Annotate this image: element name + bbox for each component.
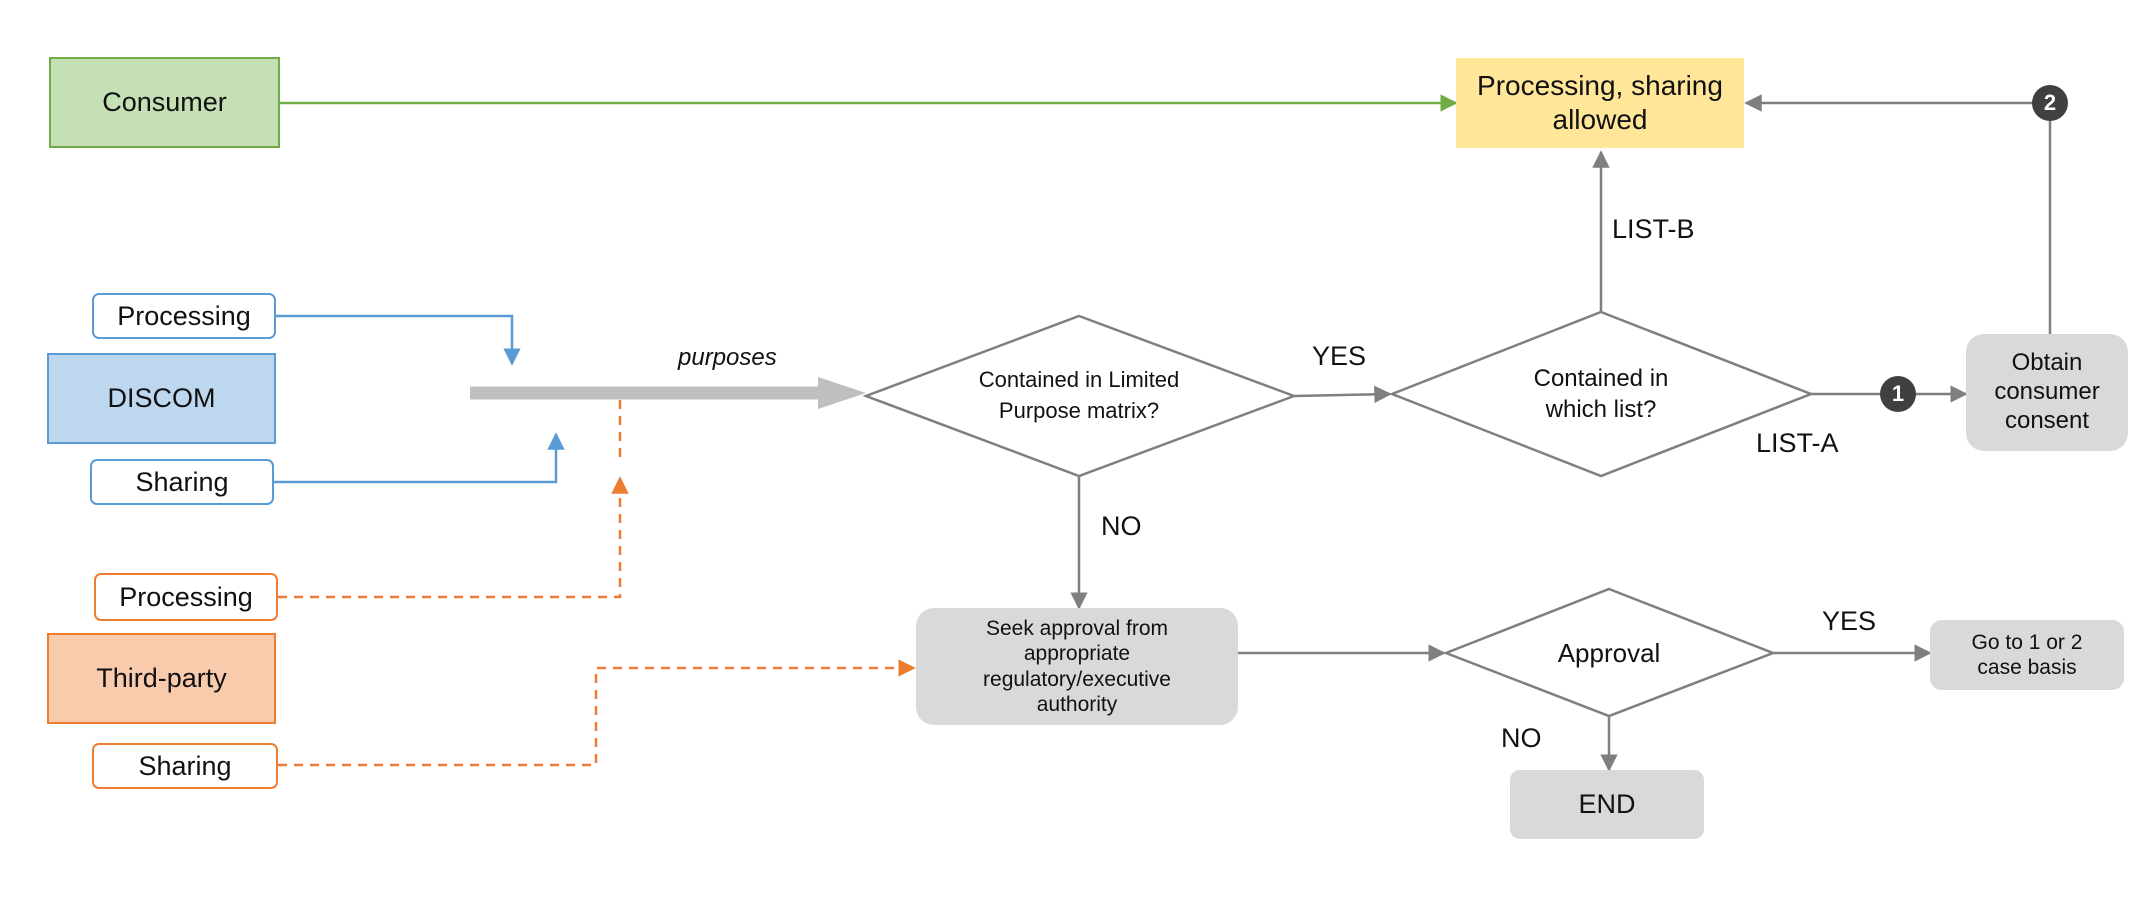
third-processing-box: Processing — [94, 573, 278, 621]
third-processing-connector — [278, 476, 629, 599]
marker-1-circle — [1880, 376, 1916, 412]
yes-limited-label: YES — [1312, 341, 1367, 371]
purposes-label: purposes — [678, 344, 777, 371]
discom-label: DISCOM — [107, 383, 216, 414]
approval-decision-text: Approval — [1557, 637, 1661, 668]
which-list-decision-text: Contained in which list? — [1533, 364, 1669, 423]
marker-1-label: 1 — [1891, 381, 1905, 406]
goto-case-box: Go to 1 or 2 case basis — [1930, 620, 2124, 690]
limited-purpose-decision-text: Contained in Limited Purpose matrix? — [978, 367, 1180, 423]
purposes-arrow-head — [818, 377, 866, 409]
which-list-decision-shape — [1388, 310, 1815, 478]
seek-approval-box: Seek approval from appropriate regulator… — [916, 608, 1238, 725]
consumer-box: Consumer — [49, 57, 280, 148]
end-box: END — [1510, 770, 1704, 839]
goto-case-label: Go to 1 or 2 case basis — [1971, 630, 2083, 679]
third-processing-label: Processing — [119, 581, 253, 612]
third-party-box: Third-party — [47, 633, 276, 724]
discom-processing-connector — [276, 314, 521, 366]
list-a-label: LIST-A — [1756, 428, 1839, 458]
discom-sharing-connector — [274, 432, 565, 484]
obtain-consent-label: Obtain consumer consent — [1994, 349, 2100, 434]
list-b-label: LIST-B — [1612, 214, 1695, 244]
end-label: END — [1578, 789, 1636, 820]
third-sharing-label: Sharing — [138, 750, 232, 781]
consumer-label: Consumer — [102, 87, 227, 118]
no-limited-label: NO — [1101, 511, 1142, 541]
marker-2-circle — [2032, 85, 2068, 121]
discom-box: DISCOM — [47, 353, 276, 444]
consent-to-allowed-connector — [1744, 94, 2052, 334]
yes-approval-label: YES — [1822, 606, 1877, 636]
processing-allowed-label: Processing, sharing allowed — [1477, 70, 1723, 135]
yes-limited-connector — [1293, 385, 1392, 404]
marker-2-label: 2 — [2043, 90, 2057, 115]
third-sharing-box: Sharing — [92, 743, 278, 789]
seek-approval-label: Seek approval from appropriate regulator… — [983, 617, 1171, 716]
third-party-label: Third-party — [96, 663, 227, 694]
discom-sharing-box: Sharing — [90, 459, 274, 505]
processing-allowed-box: Processing, sharing allowed — [1456, 58, 1744, 148]
no-approval-label: NO — [1501, 723, 1542, 753]
obtain-consent-box: Obtain consumer consent — [1966, 334, 2128, 451]
third-sharing-connector — [278, 659, 916, 767]
discom-sharing-label: Sharing — [135, 466, 229, 497]
discom-processing-box: Processing — [92, 293, 276, 339]
discom-processing-label: Processing — [117, 300, 251, 331]
